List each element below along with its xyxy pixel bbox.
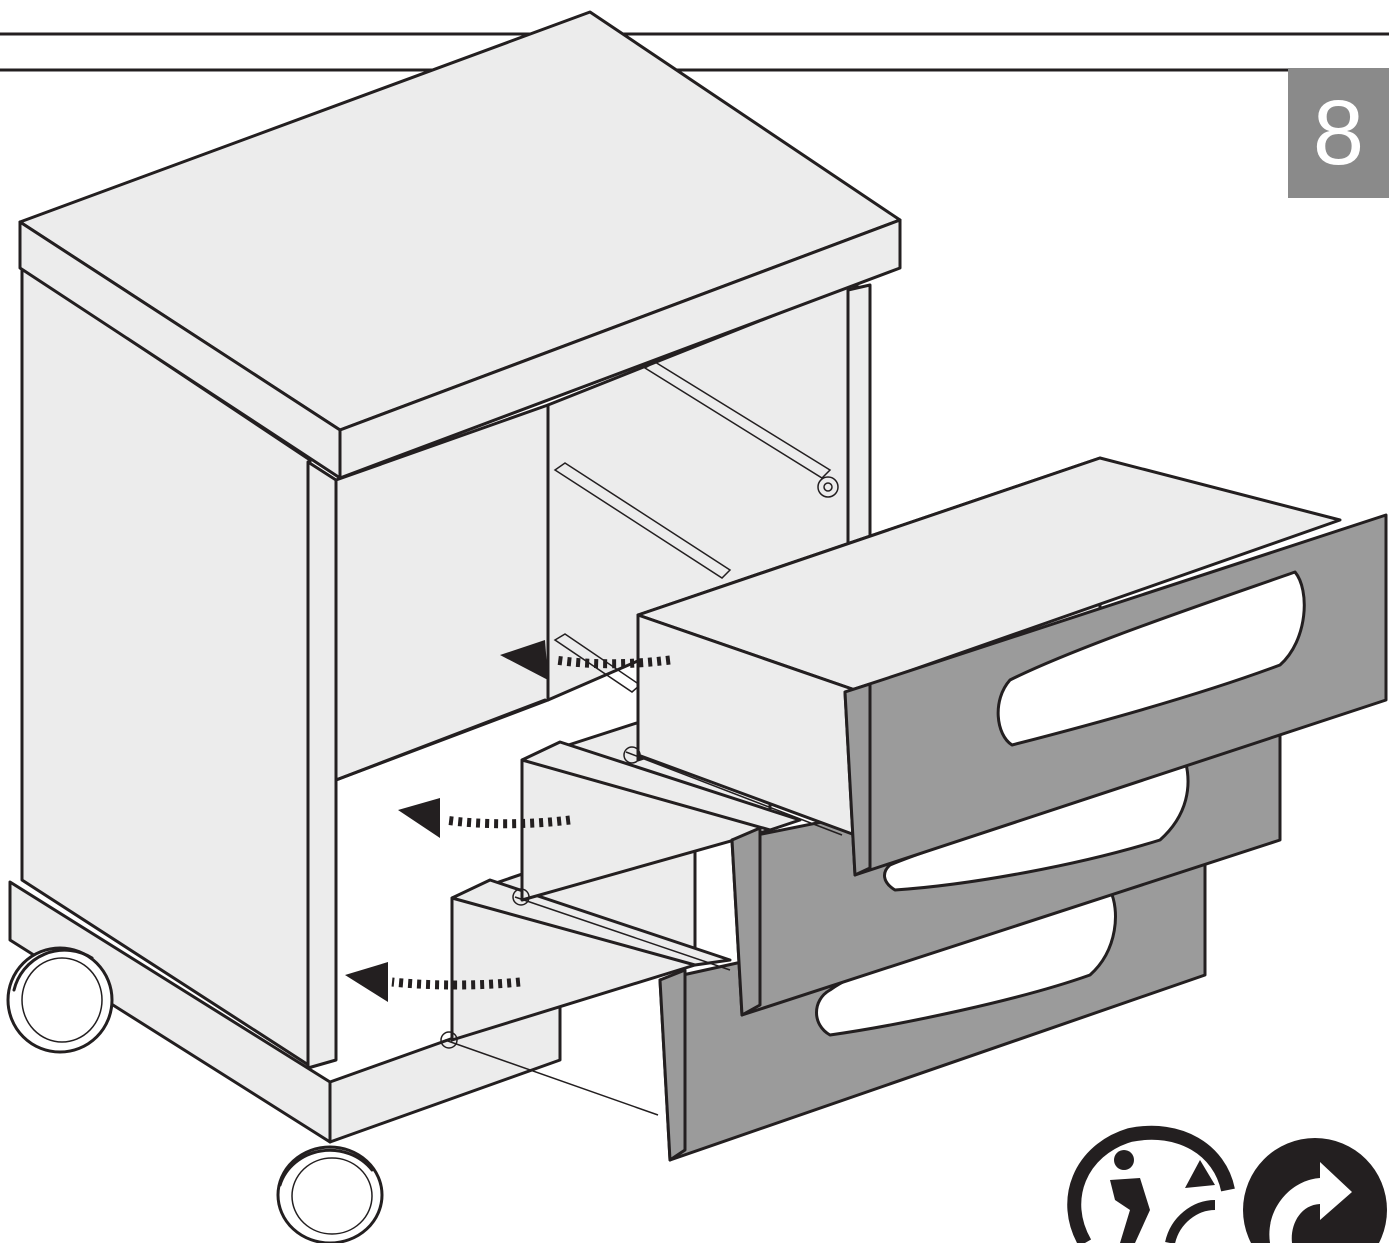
cabinet-front-edge	[306, 460, 338, 1070]
insert-arrow-icon	[398, 798, 571, 838]
cabinet-top-side-edge	[338, 218, 902, 480]
insert-arrows	[345, 640, 671, 1002]
step-badge-background	[1288, 68, 1389, 198]
tidyman-recycling-icon	[1067, 1125, 1235, 1243]
cabinet-right-post	[846, 283, 872, 567]
header-rules	[0, 32, 1389, 72]
step-number: 8	[1312, 82, 1365, 184]
green-dot-icon	[1243, 1138, 1387, 1243]
insert-arrow-icon	[345, 962, 521, 1002]
caster-left	[6, 946, 114, 1054]
drawer-top-handle	[996, 570, 1306, 747]
caster-right	[276, 1145, 384, 1243]
casters	[6, 946, 384, 1243]
insert-arrow-icon	[500, 640, 671, 680]
cabinet-rails	[553, 361, 839, 693]
drawer-middle	[512, 678, 1282, 1017]
drawer-top	[623, 456, 1388, 877]
cabinet	[8, 10, 902, 1144]
drawer-middle-top-edge	[520, 740, 802, 832]
cabinet-base-side	[328, 998, 562, 1144]
